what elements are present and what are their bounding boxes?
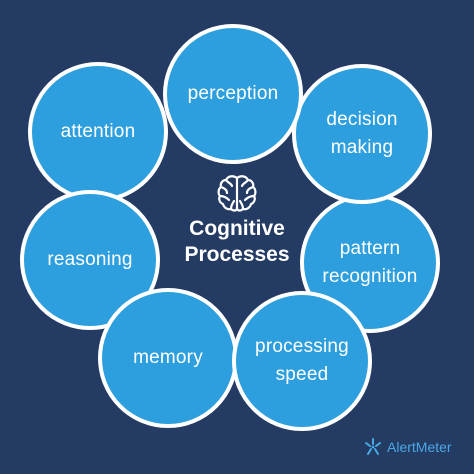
center-hub: Cognitive Processes xyxy=(157,172,317,282)
node-perception: perception xyxy=(163,24,303,164)
node-processing-speed-label: processing speed xyxy=(255,336,349,385)
node-reasoning-label: reasoning xyxy=(47,249,133,271)
node-memory-label: memory xyxy=(133,347,203,369)
node-processing-speed: processing speed xyxy=(232,291,372,431)
node-decision-making: decision making xyxy=(292,64,432,204)
node-memory: memory xyxy=(98,288,238,428)
brand-name: AlertMeter xyxy=(387,439,452,455)
node-decision-making-label: decision making xyxy=(326,109,398,158)
brain-icon xyxy=(217,175,257,212)
node-attention: attention xyxy=(28,62,168,202)
node-pattern-recognition: pattern recognition xyxy=(300,193,440,333)
alertmeter-star-logo-icon xyxy=(365,438,381,455)
center-title: Cognitive Processes xyxy=(184,217,290,266)
brand-mark[interactable]: AlertMeter xyxy=(362,436,452,458)
node-reasoning: reasoning xyxy=(20,190,160,330)
node-pattern-recognition-label: pattern recognition xyxy=(322,238,418,287)
node-attention-label: attention xyxy=(60,121,136,143)
node-perception-label: perception xyxy=(187,83,279,105)
